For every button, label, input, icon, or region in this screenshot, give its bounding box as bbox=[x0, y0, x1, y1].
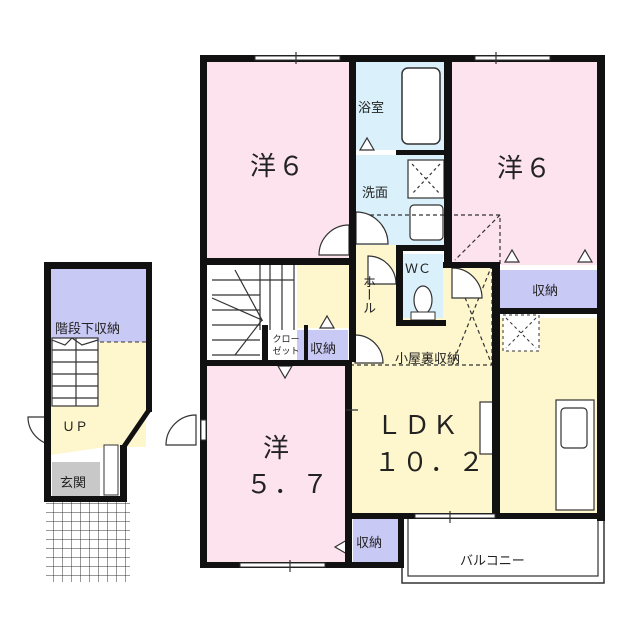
stair-break-line bbox=[51, 337, 99, 346]
entrance-label: 玄関 bbox=[60, 476, 87, 491]
storage-3-fill bbox=[353, 517, 398, 562]
under-stairs-storage-fill bbox=[50, 268, 146, 342]
shoe-cabinet bbox=[103, 444, 119, 496]
stairs-area bbox=[207, 265, 297, 360]
entry-walls bbox=[44, 262, 152, 502]
storage-2-label: 収納 bbox=[310, 342, 337, 357]
western-room-3-fill bbox=[207, 366, 347, 562]
sink bbox=[409, 204, 444, 241]
western-room-2-fill bbox=[452, 62, 597, 265]
attic-hatch bbox=[502, 314, 540, 352]
entry-stairs bbox=[51, 337, 99, 407]
windows bbox=[200, 55, 551, 568]
balcony-label: バルコニー bbox=[460, 554, 525, 569]
window-marks bbox=[289, 52, 497, 572]
closet-label-line1: クロー bbox=[272, 335, 300, 345]
stairs-up-label: ＵＰ bbox=[62, 420, 89, 435]
entrance-fill bbox=[52, 462, 100, 496]
hall-label: ホール bbox=[360, 275, 375, 314]
entrance-porch bbox=[46, 502, 130, 582]
under-stairs-storage-label: 階段下収納 bbox=[55, 322, 121, 337]
toilet-bowl bbox=[413, 285, 433, 315]
closet-markers bbox=[276, 136, 594, 556]
bathroom-fill bbox=[356, 62, 396, 150]
staircase bbox=[211, 265, 295, 356]
western-room-3-label-line1: 洋 bbox=[263, 434, 292, 464]
washing-machine-x bbox=[411, 163, 441, 195]
bathtub bbox=[401, 67, 441, 145]
ldk-label-line1: ＬＤＫ bbox=[376, 411, 461, 441]
storage-1-label: 収納 bbox=[532, 284, 559, 299]
kitchen-sink bbox=[560, 407, 588, 449]
western-room-3-label-line2: ５．７ bbox=[246, 470, 331, 500]
attic-hatch-x bbox=[505, 317, 537, 349]
western-room-1-label: 洋６ bbox=[250, 152, 307, 182]
washroom-label: 洗面 bbox=[362, 186, 389, 201]
bathroom-label: 浴室 bbox=[358, 101, 385, 116]
attic-storage-label: 小屋裏収納 bbox=[395, 352, 461, 367]
storage-3-label: 収納 bbox=[356, 536, 383, 551]
closet-label-line2: ゼット bbox=[272, 347, 300, 357]
storage-1-fill bbox=[500, 270, 597, 308]
toilet-tank bbox=[410, 311, 436, 321]
toilet-label: ＷＣ bbox=[405, 262, 432, 277]
ldk-label-line2: １０．２ bbox=[374, 448, 487, 478]
western-room-1-fill bbox=[207, 62, 349, 260]
western-room-2-label: 洋６ bbox=[497, 154, 554, 184]
storage-2-fill bbox=[308, 330, 348, 364]
